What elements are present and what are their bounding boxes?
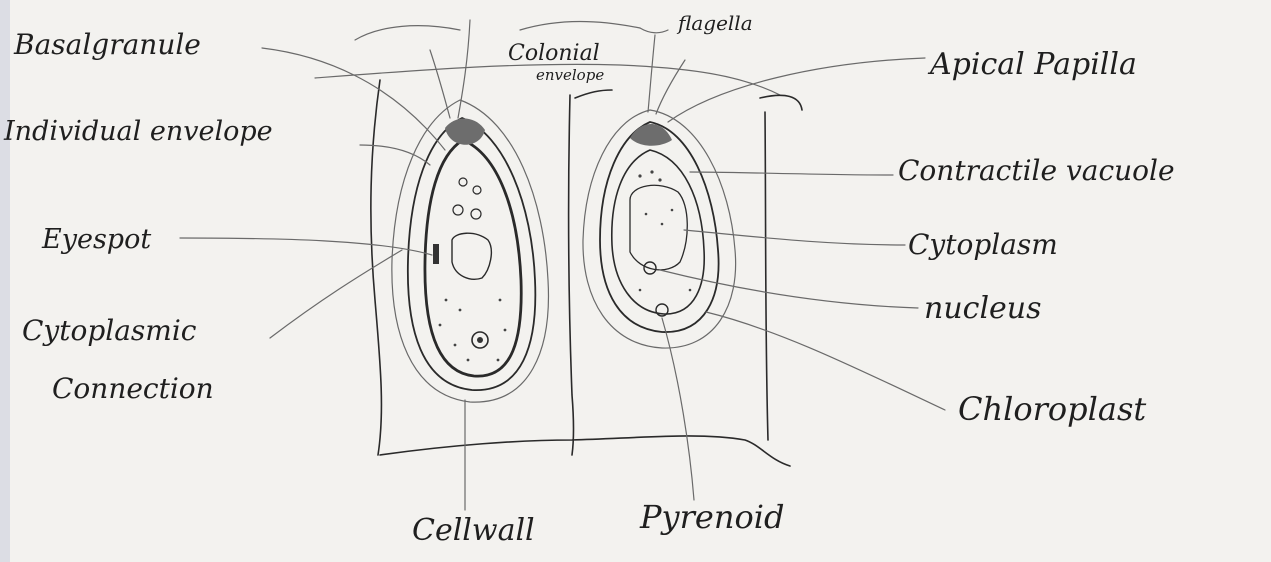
vacuole: [473, 186, 481, 194]
label-basal-granule: Basalgranule: [13, 28, 201, 61]
flagellum-stub: [520, 22, 640, 31]
vacuole: [471, 209, 481, 219]
label-colonial: Colonial: [508, 41, 600, 66]
leader-eyespot: [180, 238, 432, 255]
label-eyespot: Eyespot: [41, 224, 151, 255]
leader-contractile-vacuole: [690, 172, 893, 175]
label-apical-papilla: Apical Papilla: [927, 47, 1137, 82]
leader-basal-granule: [262, 48, 445, 150]
cell-wall-middle: [569, 95, 574, 455]
leader-chloroplast: [706, 312, 945, 410]
label-pyrenoid: Pyrenoid: [639, 498, 784, 536]
chloroplast-left: [425, 140, 521, 376]
leader-flagella: [640, 28, 668, 33]
leader-pyrenoid: [662, 318, 694, 500]
label-cytoplasmic: Cytoplasmic: [22, 314, 197, 347]
individual-envelope-right: [583, 110, 736, 348]
pyrenoid-core: [477, 337, 483, 343]
eyespot-mark: [433, 244, 439, 264]
cell-wall-right: [760, 95, 802, 440]
cytoplasm-right: [630, 185, 687, 270]
leader-cytoplasmic-connection: [270, 250, 402, 338]
leader-individual-envelope: [360, 145, 430, 165]
leader-lines: [180, 28, 945, 510]
label-flagella: flagella: [676, 11, 753, 35]
page-edge: [0, 0, 10, 562]
right-flagellum: [648, 35, 655, 112]
cell-wall-bottom: [380, 436, 790, 466]
vacuole: [453, 205, 463, 215]
apical-papilla-left: [445, 118, 485, 144]
cell-wall-top: [575, 90, 612, 98]
flagellum-stub: [355, 26, 460, 40]
nucleus-region-left: [452, 233, 491, 279]
label-connection: Connection: [52, 372, 214, 405]
label-cytoplasm: Cytoplasm: [908, 228, 1058, 261]
leader-apical-papilla: [668, 58, 925, 122]
label-chloroplast: Chloroplast: [958, 390, 1146, 428]
right-cell: [583, 110, 736, 348]
label-individual-envelope: Individual envelope: [3, 116, 273, 147]
label-envelope: envelope: [536, 66, 604, 84]
vacuole: [459, 178, 467, 186]
cytoplasm-dots-left: [439, 299, 507, 362]
label-contractile-vacuole: Contractile vacuole: [898, 154, 1175, 187]
label-nucleus: nucleus: [924, 291, 1042, 326]
label-cellwall: Cellwall: [412, 513, 535, 548]
